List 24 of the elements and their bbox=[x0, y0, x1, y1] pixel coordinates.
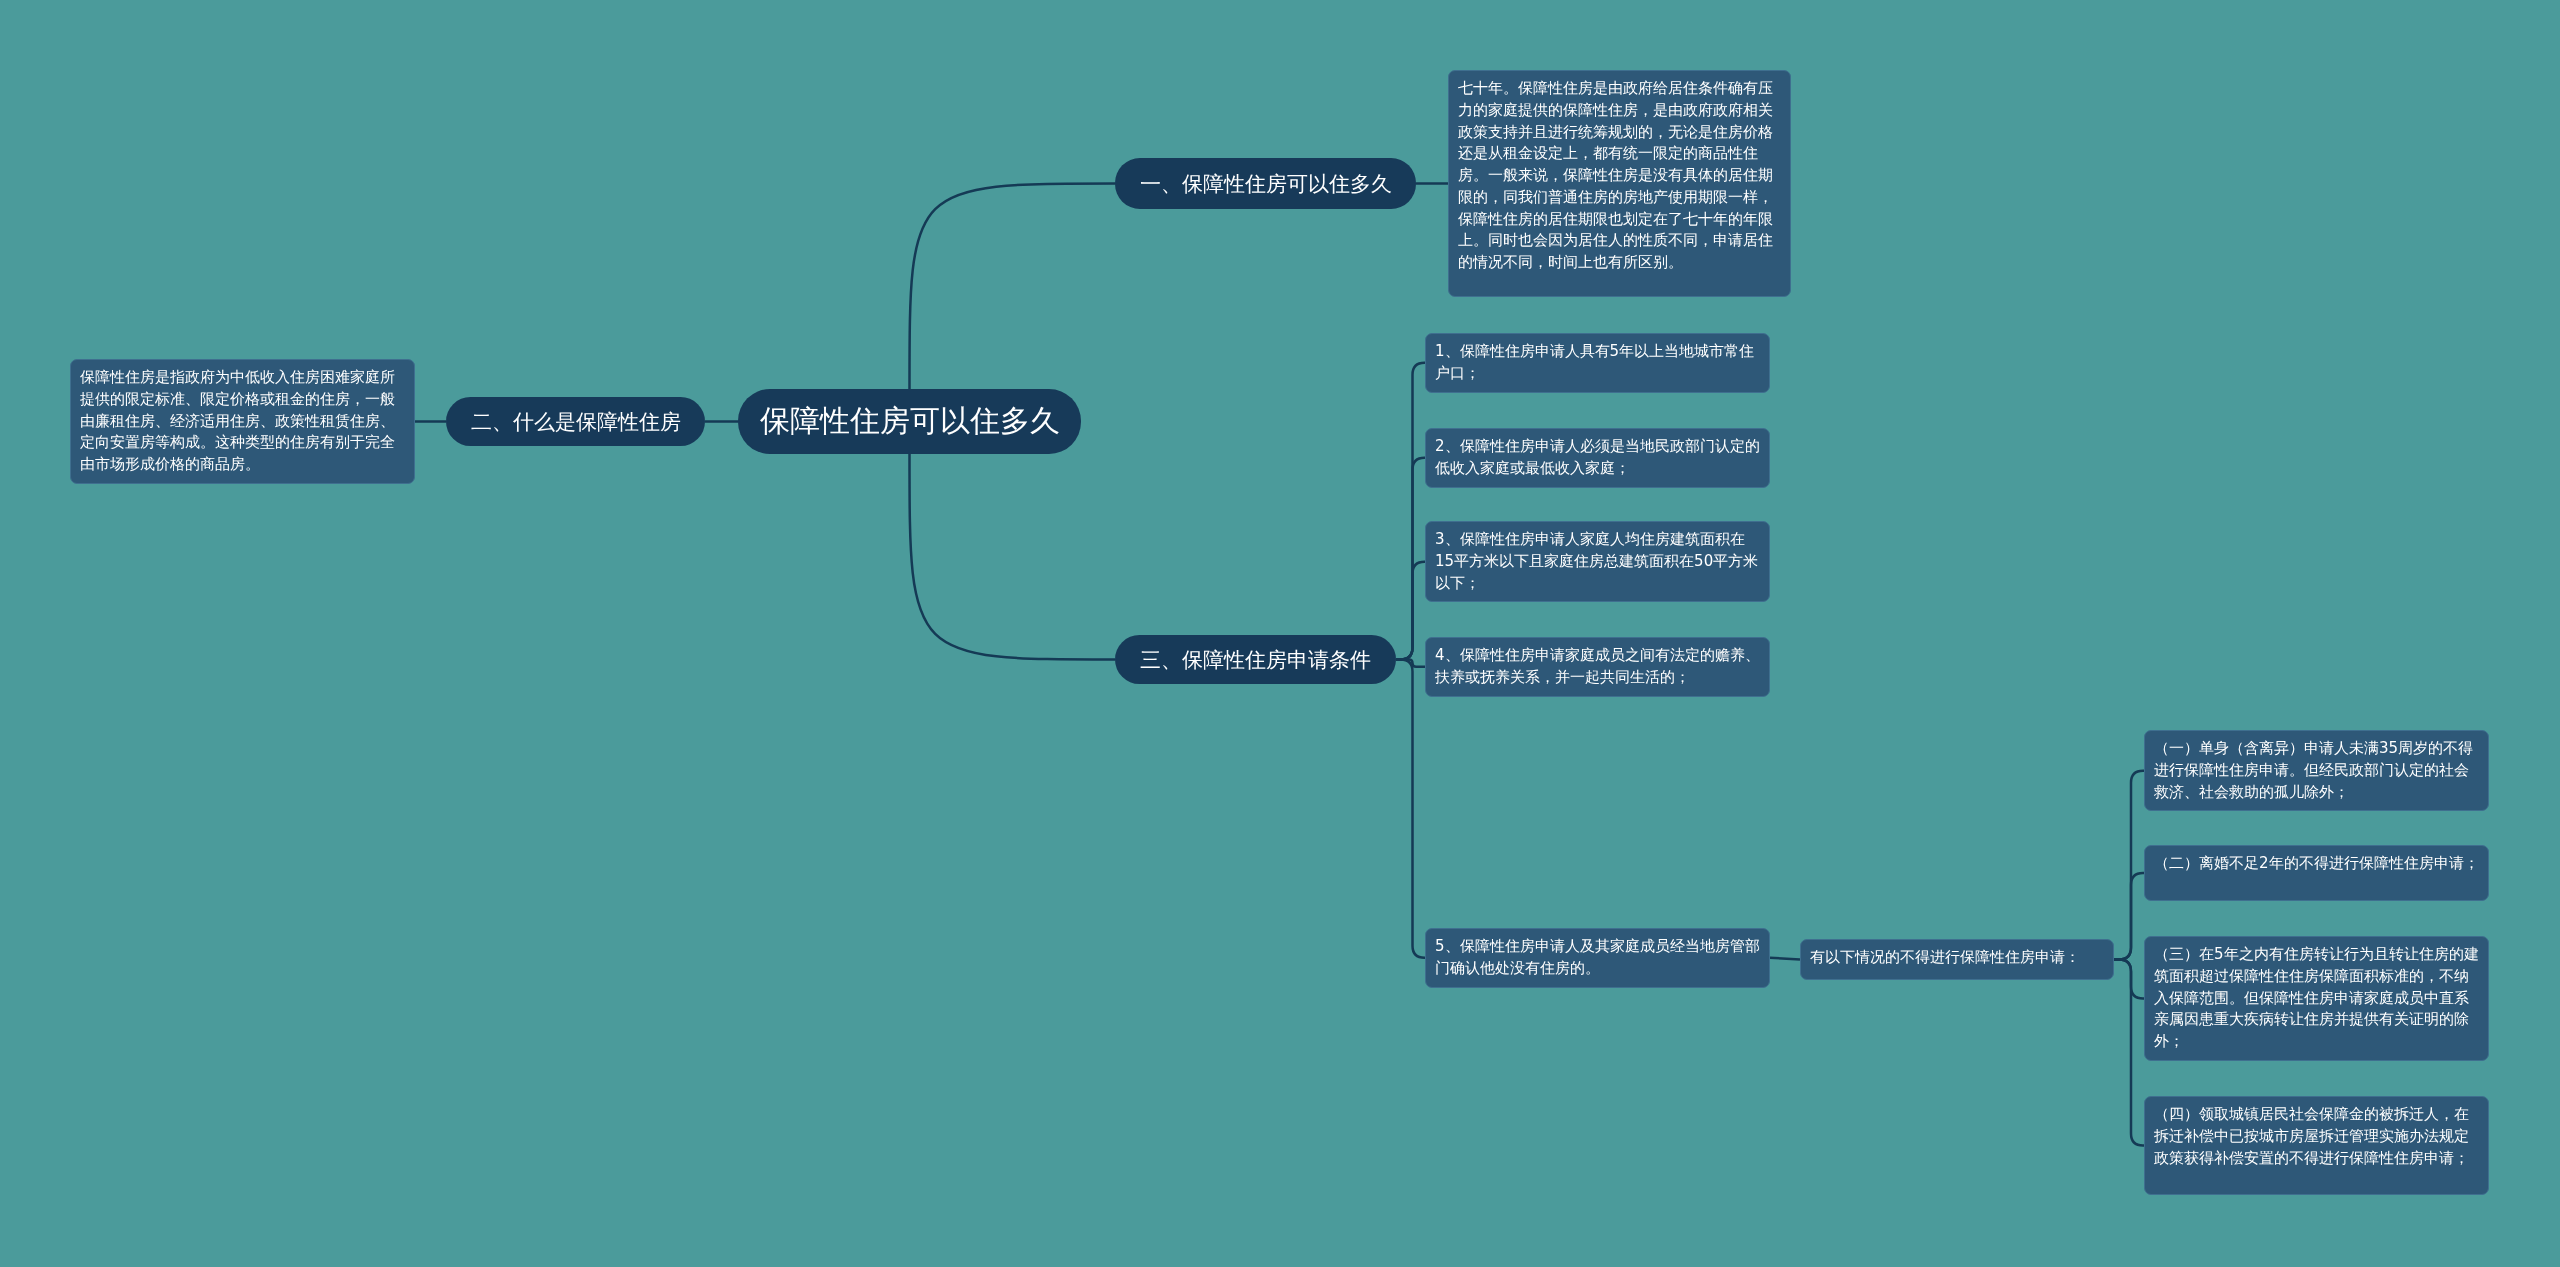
topic-pill: 二、什么是保障性住房 bbox=[446, 397, 705, 446]
connector-line bbox=[2114, 958, 2145, 1147]
text-card: （二）离婚不足2年的不得进行保障性住房申请； bbox=[2144, 845, 2489, 901]
connector-line bbox=[415, 420, 446, 423]
text-card: （四）领取城镇居民社会保障金的被拆迁人，在拆迁补偿中已按城市房屋拆迁管理实施办法规定政策获得补偿安置的不得进行保障性住房申请； bbox=[2144, 1096, 2489, 1195]
connector-line bbox=[1769, 956, 1801, 961]
text-card: 有以下情况的不得进行保障性住房申请： bbox=[1800, 939, 2114, 980]
text-card: 3、保障性住房申请人家庭人均住房建筑面积在15平方米以下且家庭住房总建筑面积在50平方米以下； bbox=[1425, 521, 1770, 603]
central-topic: 保障性住房可以住多久 bbox=[738, 389, 1081, 454]
text-card: 1、保障性住房申请人具有5年以上当地城市常住户口； bbox=[1425, 333, 1770, 393]
text-card: 4、保障性住房申请家庭成员之间有法定的赡养、扶养或抚养关系，并一起共同生活的； bbox=[1425, 637, 1770, 697]
text-card: 5、保障性住房申请人及其家庭成员经当地房管部门确认他处没有住房的。 bbox=[1425, 928, 1770, 988]
text-card: 七十年。保障性住房是由政府给居住条件确有压力的家庭提供的保障性住房，是由政府政府相关政策支持并且进行统筹规划的，无论是住房价格还是从租金设定上，都有统一限定的商品性住房。一般来说，保障性住房是没有具体的居住期限的，同我们普通住房的房地产使用期限一样，保障性住房的居住期限也划定在了七十年的年限上。同时也会因为居住人的性质不同，申请居住的情况不同，时间上也有所区别。 bbox=[1448, 70, 1791, 297]
connector-line bbox=[908, 454, 1115, 661]
topic-pill: 一、保障性住房可以住多久 bbox=[1115, 158, 1416, 209]
topic-pill: 三、保障性住房申请条件 bbox=[1115, 635, 1396, 684]
connector-line bbox=[1396, 658, 1426, 959]
text-card: （一）单身（含离异）申请人未满35周岁的不得进行保障性住房申请。但经民政部门认定的社会救济、社会救助的孤儿除外； bbox=[2144, 730, 2489, 812]
text-card: （三）在5年之内有住房转让行为且转让住房的建筑面积超过保障性住住房保障面积标准的，不纳入保障范围。但保障性住房申请家庭成员中直系亲属因患重大疾病转让住房并提供有关证明的除外； bbox=[2144, 936, 2489, 1061]
connector-line bbox=[705, 420, 738, 423]
connector-line bbox=[908, 182, 1115, 389]
connector-line bbox=[1416, 182, 1448, 185]
text-card: 保障性住房是指政府为中低收入住房困难家庭所提供的限定标准、限定价格或租金的住房，一般由廉租住房、经济适用住房、政策性租赁住房、定向安置房等构成。这种类型的住房有别于完全由市场形成价格的商品房。 bbox=[70, 359, 415, 484]
text-card: 2、保障性住房申请人必须是当地民政部门认定的低收入家庭或最低收入家庭； bbox=[1425, 428, 1770, 488]
